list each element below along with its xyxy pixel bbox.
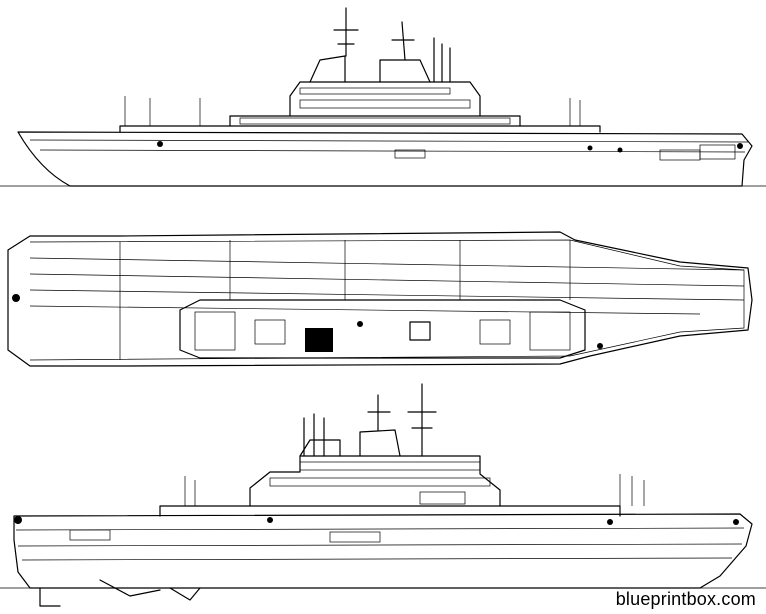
watermark-text: blueprintbox.com (615, 589, 756, 609)
hull-top (17, 131, 753, 187)
side-profile-top (0, 7, 766, 187)
side-profile-bottom (0, 383, 766, 607)
hull-bottom (13, 513, 753, 589)
island-bottom (249, 455, 501, 507)
island-plan (179, 299, 586, 359)
flight-deck-outline (7, 231, 753, 367)
plan-view-flight-deck (7, 231, 753, 367)
deck-elevator (305, 328, 333, 352)
island-top (289, 81, 481, 117)
